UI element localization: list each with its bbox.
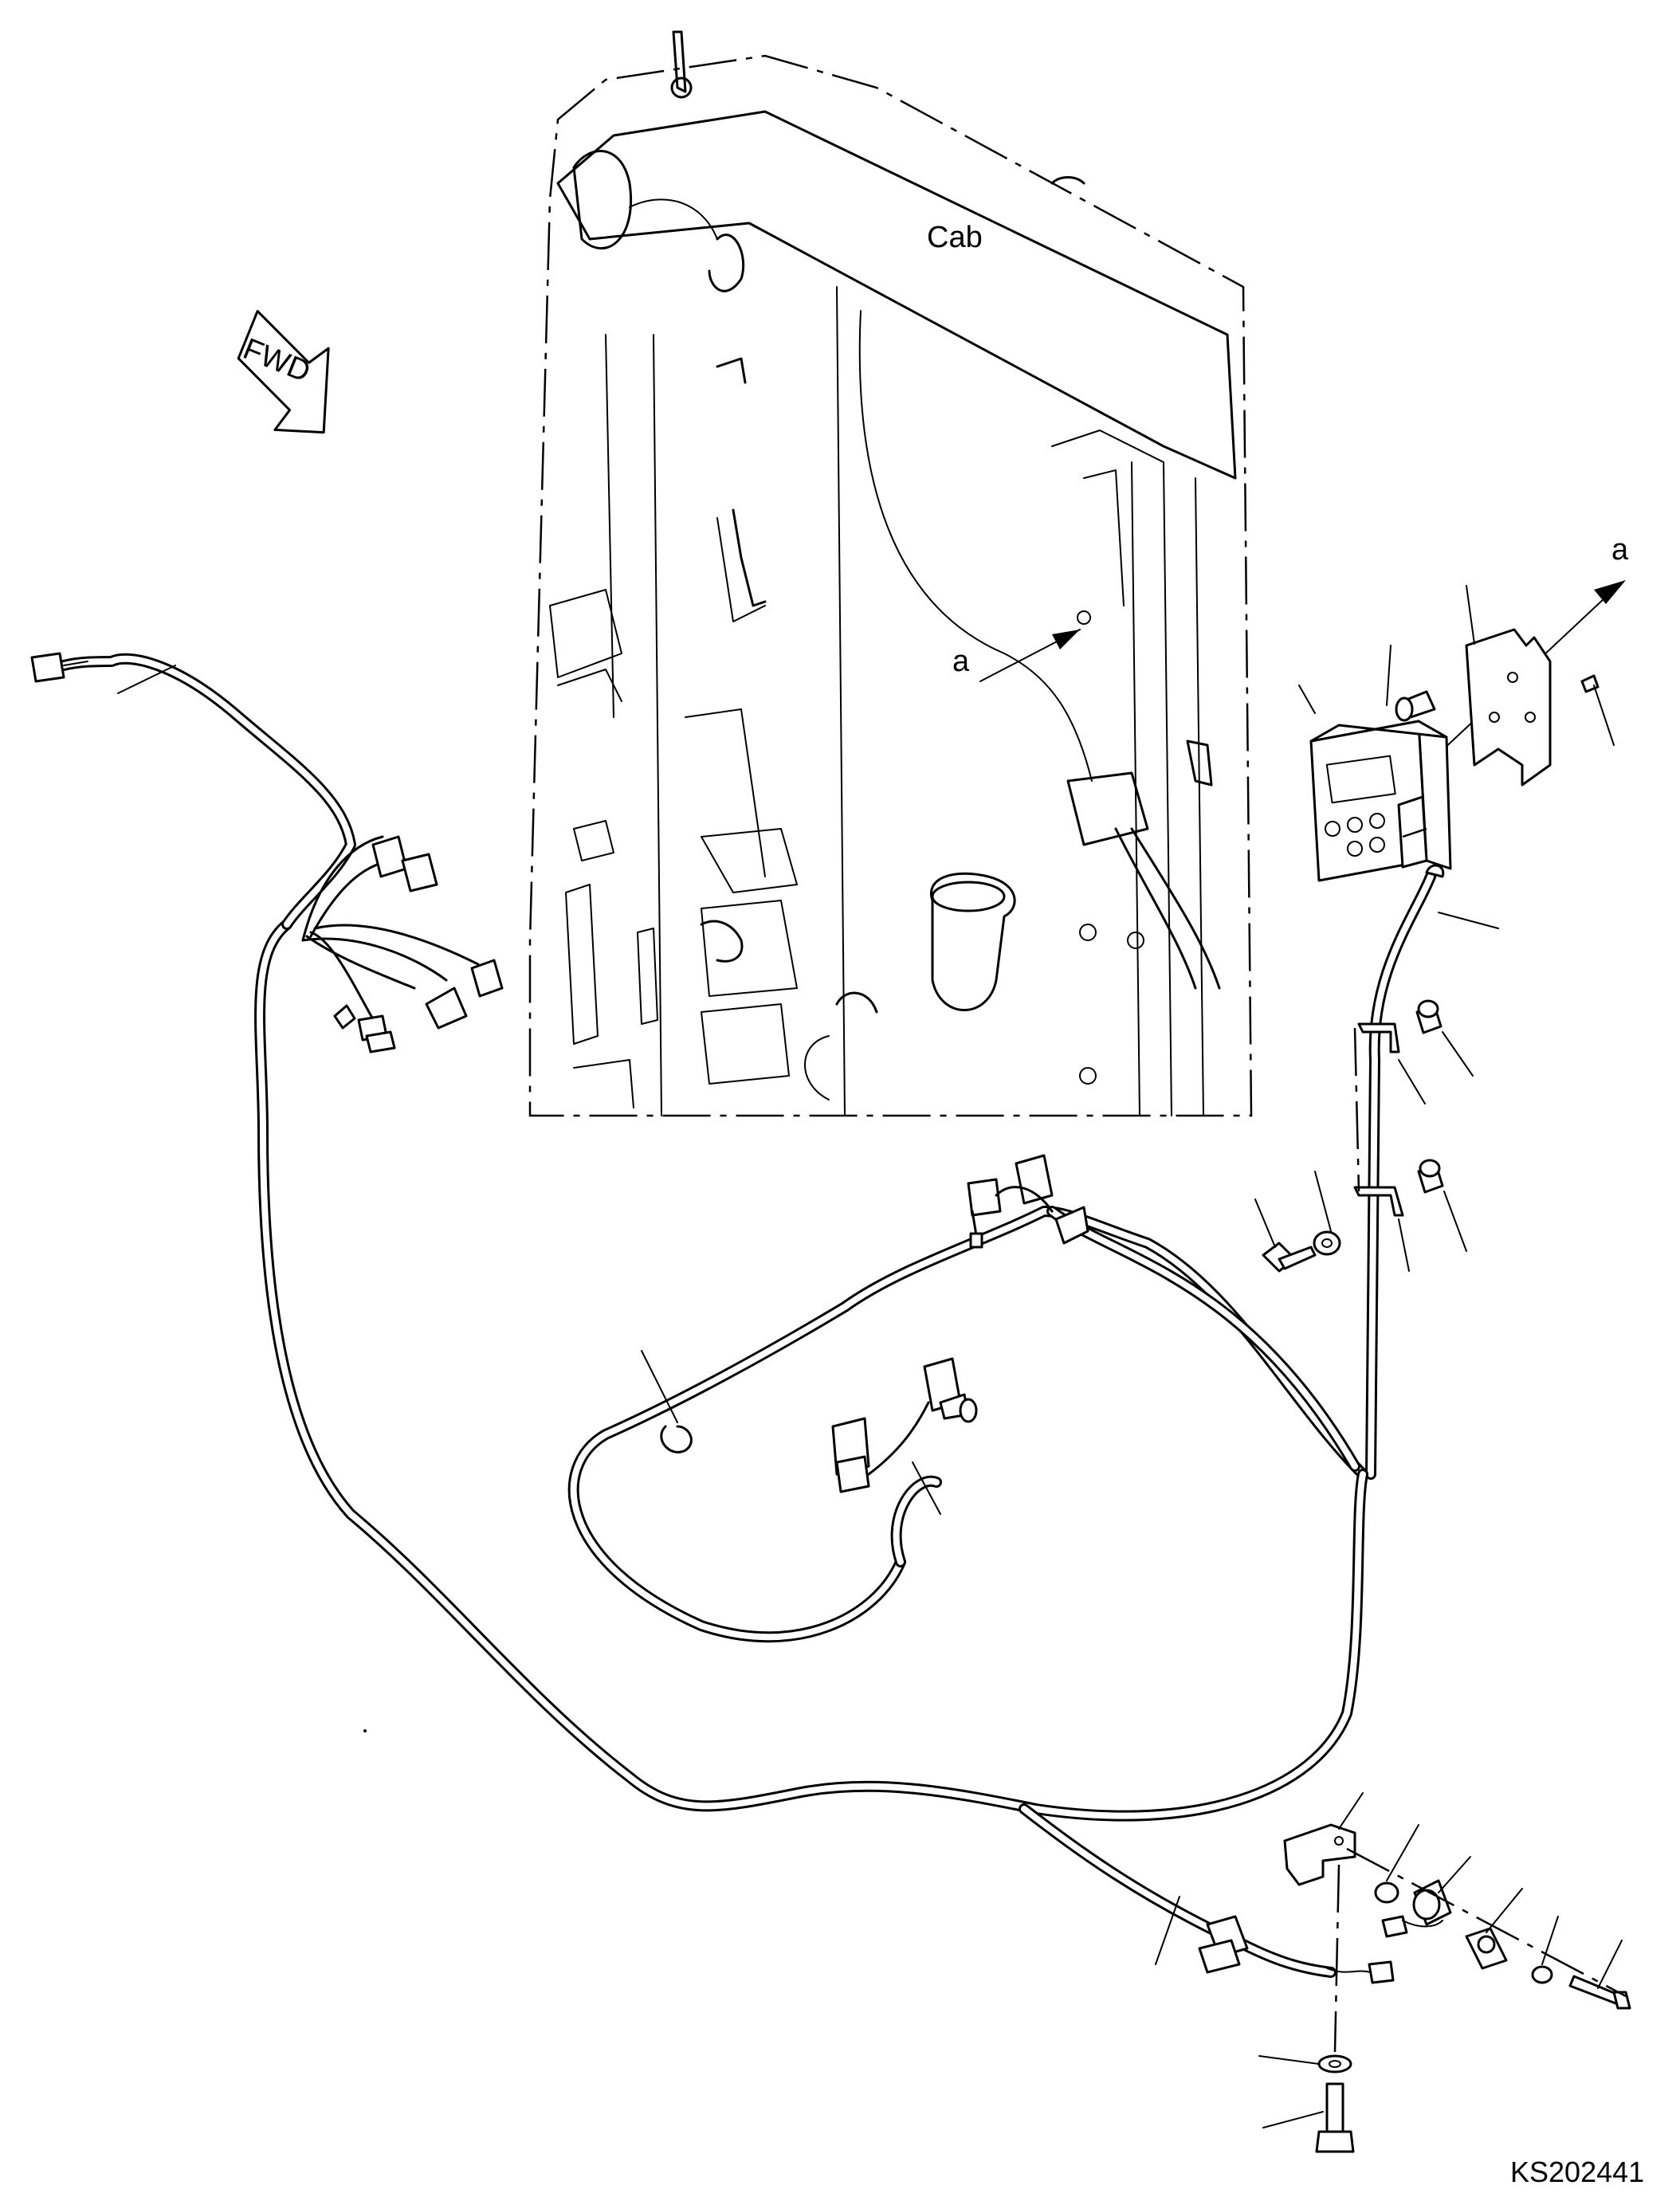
buzzer-assembly [1283, 1823, 1631, 2010]
mounting-bracket [1465, 628, 1552, 787]
inner-branch-connectors [831, 1357, 978, 1567]
view-a-label-cab: a [952, 645, 970, 678]
view-a-label-bracket: a [1611, 533, 1629, 567]
bottom-bolt-washer [1315, 2054, 1355, 2153]
view-arrow-a-cab: a [952, 610, 1091, 682]
harness-clip [660, 1425, 693, 1454]
cab-outline [528, 30, 1253, 1117]
stray-mark [363, 1729, 367, 1732]
connector-cluster-left [30, 652, 504, 1053]
cab-label: Cab [927, 221, 983, 254]
bottom-branch [1019, 1803, 1395, 1984]
bracket-bolts [1395, 674, 1600, 722]
monitor-harness [1353, 864, 1445, 1480]
monitor-controller [1309, 720, 1452, 882]
forward-arrow-icon: FWD [237, 309, 330, 434]
bolt-and-washer [1262, 1230, 1341, 1273]
main-harness [254, 919, 1368, 1822]
figure-code: KS202441 [1510, 2156, 1644, 2188]
connector-cluster-center [967, 1154, 1089, 1249]
assembly-lines [1333, 827, 1627, 2053]
spacers [1415, 999, 1444, 1194]
leader-lines [117, 585, 1623, 2128]
